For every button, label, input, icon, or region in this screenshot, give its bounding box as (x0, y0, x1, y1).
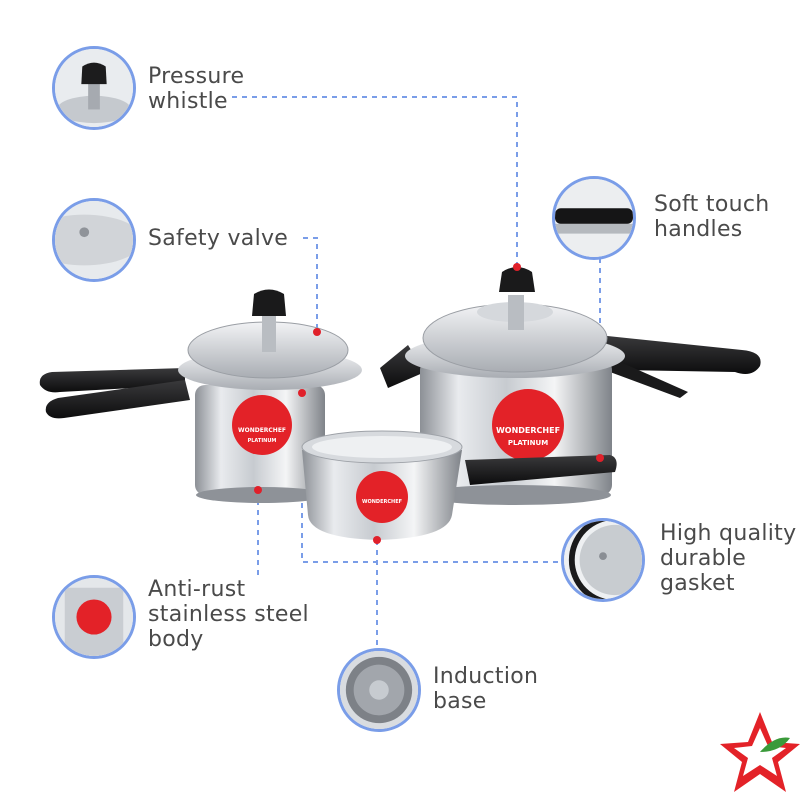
pan-brand-text: WONDERCHEF (362, 499, 402, 505)
brand-star-logo (720, 712, 800, 792)
gasket-label: High quality durable gasket (660, 521, 797, 596)
stainless-body-label: Anti-rust stainless steel body (148, 577, 309, 652)
safety-valve-label: Safety valve (148, 226, 289, 251)
safety-valve-closeup (52, 198, 136, 282)
medium-cooker-brand-text: WONDERCHEF (238, 427, 286, 434)
induction-base-closeup (337, 648, 421, 732)
pressure-whistle-closeup (52, 46, 136, 130)
soft-touch-handle-closeup (552, 176, 636, 260)
large-cooker-brand-text: WONDERCHEF (496, 426, 560, 435)
large-pressure-cooker (380, 263, 761, 505)
induction-base-label: Induction base (433, 664, 539, 714)
gasket-closeup (561, 518, 645, 602)
stainless-body-closeup (52, 575, 136, 659)
medium-pressure-cooker (39, 289, 362, 503)
medium-cooker-series-text: PLATINUM (248, 438, 277, 444)
large-cooker-series-text: PLATINUM (508, 439, 548, 447)
soft-touch-handles-label: Soft touch handles (654, 192, 770, 242)
pressure-whistle-label: Pressure whistle (148, 64, 245, 114)
small-pan (298, 389, 617, 544)
